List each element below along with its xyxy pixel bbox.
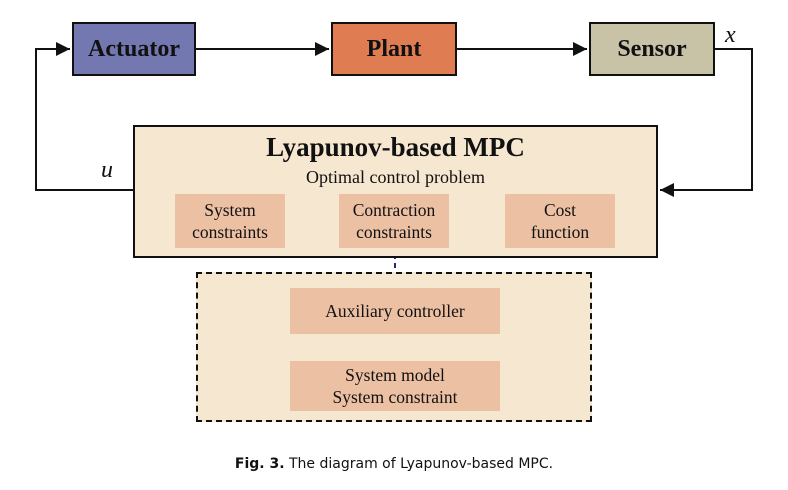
system-constraints-line-1: System <box>204 200 256 220</box>
arrow-sensor-to-mpc <box>660 48 753 197</box>
mpc-title: Lyapunov-based MPC <box>266 132 525 162</box>
arrow-mpc-to-actuator <box>35 42 133 191</box>
system-constraints-line-2: constraints <box>192 222 268 242</box>
system-constraints-block: System constraints <box>175 194 285 248</box>
sensor-label: Sensor <box>617 35 687 62</box>
mpc-subtitle: Optimal control problem <box>306 167 485 187</box>
cost-function-block: Cost function <box>505 194 615 248</box>
contraction-constraints-line-2: constraints <box>356 222 432 242</box>
contraction-constraints-line-1: Contraction <box>352 200 436 220</box>
system-model-line-1: System model <box>345 365 445 385</box>
auxiliary-controller-label: Auxiliary controller <box>325 301 465 321</box>
caption-label: Fig. 3. <box>234 456 285 472</box>
cost-function-line-2: function <box>530 222 590 242</box>
actuator-label: Actuator <box>88 35 180 62</box>
actuator-block: Actuator <box>72 22 196 76</box>
plant-label: Plant <box>366 35 422 62</box>
system-model-line-2: System constraint <box>332 387 458 407</box>
sensor-block: Sensor <box>589 22 715 76</box>
auxiliary-block: Auxiliary controller System model System… <box>196 272 592 422</box>
state-symbol-x: x <box>725 22 736 48</box>
input-symbol-u: u <box>101 157 113 183</box>
system-model-block: System model System constraint <box>290 361 500 411</box>
plant-block: Plant <box>331 22 457 76</box>
figure-caption: Fig. 3. The diagram of Lyapunov-based MP… <box>0 456 788 472</box>
auxiliary-controller-block: Auxiliary controller <box>290 288 500 334</box>
mpc-block: Lyapunov-based MPC Optimal control probl… <box>133 125 658 258</box>
contraction-constraints-block: Contraction constraints <box>339 194 449 248</box>
caption-text: The diagram of Lyapunov-based MPC. <box>289 456 554 472</box>
cost-function-line-1: Cost <box>543 200 577 220</box>
